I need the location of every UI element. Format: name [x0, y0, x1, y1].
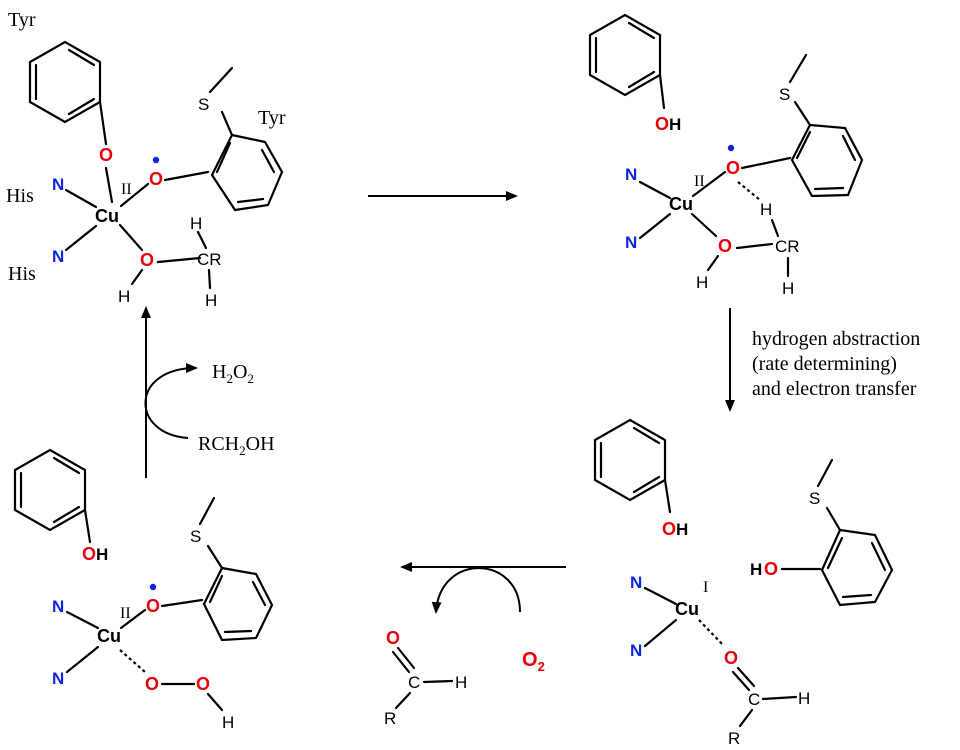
nitrogen-atom: N	[52, 247, 64, 266]
copper-atom: Cu	[97, 626, 121, 646]
oxygen-atom: O	[82, 544, 96, 564]
oxygen-atom: O	[196, 674, 210, 694]
structure-cu-ii-radical-alcohol: Tyr O Cu II N N His His O S Tyr O	[6, 9, 286, 310]
oxygen-atom: O	[99, 145, 113, 165]
hydrogen-atom: H	[676, 520, 688, 539]
thioanisole-ring-2	[790, 123, 864, 198]
phenyl-ring-2	[588, 13, 662, 97]
thioanisole-ring-4	[202, 566, 274, 642]
hydrogen-atom: H	[222, 713, 234, 732]
phenyl-ring-3	[593, 418, 667, 502]
hydrogen-atom: H	[96, 545, 108, 564]
thioanisole-ring-3	[820, 528, 894, 607]
oxidation-state-ii: II	[694, 173, 705, 190]
oxygen-radical-atom: O	[726, 158, 740, 178]
r-group: R	[384, 709, 396, 728]
r-group: R	[728, 729, 740, 748]
copper-atom: Cu	[669, 194, 693, 214]
structure-cu-i-aldehyde: O H H O S Cu I N N O C H R	[593, 418, 894, 748]
carbon-r-group: CR	[197, 250, 222, 269]
oxygen-atom: O	[655, 114, 669, 134]
nitrogen-atom: N	[625, 165, 637, 184]
oxygen-atom: O	[145, 674, 159, 694]
hydrogen-atom: H	[205, 291, 217, 310]
sulfur-atom: S	[190, 527, 201, 546]
oxygen-radical-atom: O	[146, 596, 160, 616]
sulfur-atom: S	[809, 489, 820, 508]
phenyl-ring-4	[13, 448, 87, 532]
structure-transition-state: O H Cu II N N O S H O H CR H	[588, 13, 864, 298]
radical-dot	[727, 144, 735, 152]
copper-atom: Cu	[95, 206, 119, 226]
oxygen-atom: O	[386, 628, 400, 648]
hydrogen-atom: H	[696, 273, 708, 292]
hydrogen-atom: H	[118, 287, 130, 306]
hydrogen-atom: H	[760, 200, 772, 219]
oxygen-atom: O	[718, 236, 732, 256]
step-note-line-1: hydrogen abstraction	[752, 328, 920, 350]
o2-reagent: O2	[522, 649, 545, 674]
hydrogen-atom: H	[750, 560, 762, 579]
phenyl-ring-1	[28, 40, 102, 124]
oxygen-atom: O	[764, 559, 778, 579]
oxidation-state-ii: II	[121, 181, 132, 198]
oxygen-radical-atom: O	[149, 169, 163, 189]
step-note-line-2: (rate determining)	[752, 353, 897, 375]
oxidation-state-ii: II	[120, 605, 131, 622]
sulfur-atom: S	[779, 85, 790, 104]
oxidation-state-i: I	[703, 579, 708, 596]
radical-dot	[152, 156, 160, 164]
his-label: His	[6, 185, 34, 207]
hydrogen-atom: H	[669, 115, 681, 134]
hydrogen-atom: H	[798, 689, 810, 708]
structure-cu-ii-hydroperoxo: O H Cu II N N O S O O H	[13, 448, 274, 732]
curved-arrow-h2o2	[144, 363, 198, 439]
h2o2-label: H2O2	[212, 361, 254, 386]
carbon-atom: C	[408, 673, 420, 692]
his-label: His	[8, 263, 36, 285]
hydrogen-atom: H	[190, 214, 202, 233]
step-note-line-3: and electron transfer	[752, 378, 917, 400]
oxygen-atom: O	[724, 648, 738, 668]
tyr-label-1: Tyr	[8, 9, 36, 31]
carbon-atom: C	[748, 690, 760, 709]
aldehyde-product: O C H R	[384, 628, 467, 728]
hydrogen-atom: H	[782, 279, 794, 298]
thioanisole-ring-1	[210, 133, 284, 212]
oxygen-atom: O	[140, 250, 154, 270]
nitrogen-atom: N	[625, 233, 637, 252]
oxygen-atom: O	[662, 519, 676, 539]
carbon-r-group: CR	[775, 237, 800, 256]
nitrogen-atom: N	[52, 175, 64, 194]
curved-arrow-o2	[431, 567, 521, 614]
tyr-label-2: Tyr	[258, 107, 286, 129]
nitrogen-atom: N	[52, 669, 64, 688]
nitrogen-atom: N	[52, 597, 64, 616]
sulfur-atom: S	[198, 95, 209, 114]
nitrogen-atom: N	[630, 573, 642, 592]
copper-atom: Cu	[675, 599, 699, 619]
rch2oh-label: RCH2OH	[198, 433, 275, 458]
radical-dot	[149, 583, 157, 591]
hydrogen-atom: H	[455, 673, 467, 692]
nitrogen-atom: N	[630, 641, 642, 660]
